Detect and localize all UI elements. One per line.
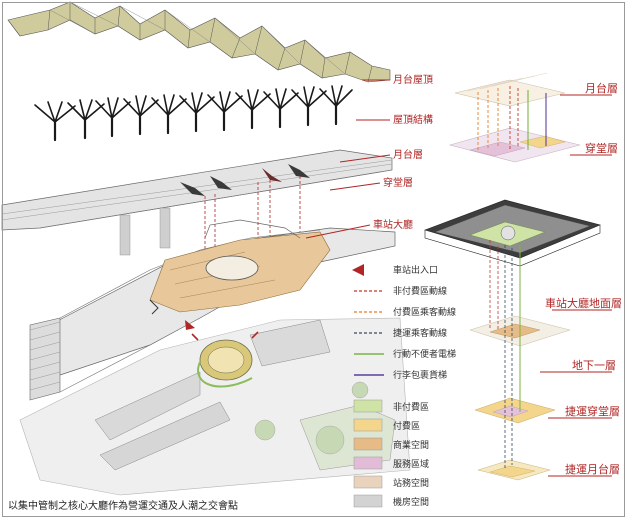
left-label-platform-level: 月台層 [393, 148, 423, 161]
right-label-platform-level: 月台層 [585, 81, 618, 95]
legend-line-label: 行動不便者電梯 [393, 348, 456, 360]
legend-line-label: 車站出入口 [393, 264, 438, 276]
caption: 以集中管制之核心大廳作為營運交通及人潮之交會點 [8, 499, 238, 512]
roof-canopy [7, 1, 391, 83]
legend-area-label: 站務空間 [393, 477, 429, 489]
legend-line-symbols [352, 264, 384, 376]
platform-level-viaduct [1, 149, 393, 256]
ground-level-plan [19, 317, 411, 496]
legend-line-label: 付費區乘客動線 [393, 306, 456, 318]
legend-area-swatch [353, 437, 383, 451]
right-label-leaders [540, 94, 612, 477]
left-label-concourse-level: 穿堂層 [383, 176, 413, 189]
left-label-platform-roof: 月台屋頂 [393, 73, 433, 86]
left-label-roof-structure: 屋頂結構 [393, 113, 433, 126]
left-label-leaders [305, 79, 391, 239]
legend-area-swatch [353, 494, 383, 508]
left-label-station-hall: 車站大廳 [373, 218, 413, 231]
legend-area-swatch [353, 456, 383, 470]
roof-structure-trees [34, 85, 353, 142]
legend-area-label: 服務區域 [393, 458, 429, 470]
right-label-mrt-platform: 捷運月台層 [565, 462, 620, 476]
right-level-labels: 月台層 穿堂層 車站大廳地面層 地下一層 捷運穿堂層 捷運月台層 [545, 81, 622, 476]
legend-line-symbol [352, 264, 364, 276]
legend-area-label: 付費區 [393, 420, 420, 432]
legend-area-swatch [353, 475, 383, 489]
concourse-level [29, 219, 396, 401]
right-label-basement-one: 地下一層 [572, 359, 616, 372]
legend-area-swatches [353, 399, 383, 508]
legend-area-swatch [353, 418, 383, 432]
legend-area-label: 非付費區 [393, 401, 429, 413]
left-level-labels: 月台屋頂 屋頂結構 月台層 穿堂層 車站大廳 [373, 73, 433, 231]
right-label-concourse-level: 穿堂層 [585, 141, 618, 155]
legend-area-swatch [353, 399, 383, 413]
legend-line-label: 非付費區動線 [393, 285, 447, 297]
legend-area-label: 商業空間 [393, 439, 429, 451]
legend-line-label: 捷運乘客動線 [393, 327, 447, 339]
right-label-hall-ground-level: 車站大廳地面層 [545, 296, 622, 310]
exploded-axonometric [424, 72, 601, 481]
right-label-mrt-concourse: 捷運穿堂層 [565, 404, 620, 418]
legend-area-label: 機房空間 [393, 496, 429, 508]
axonometric-vertical-lines [477, 86, 547, 470]
legend-line-label: 行李包裹貨梯 [393, 369, 447, 381]
